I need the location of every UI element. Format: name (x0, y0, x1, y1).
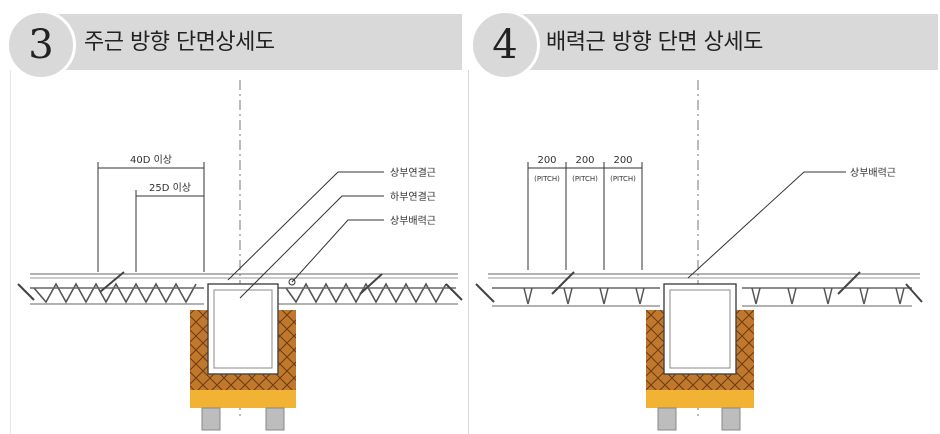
panel-distribution-rebar-section: 4 배력근 방향 단면 상세도 (470, 0, 940, 434)
bent-bar (837, 271, 861, 295)
pitch-label: (PITCH) (534, 175, 560, 183)
panel-4-drawing: 200 200 200 (PITCH) (PITCH) (PITCH) 상부배력… (475, 80, 923, 431)
end-bar-right (905, 283, 923, 303)
formwork-hatch (646, 310, 664, 390)
callout-upper-distribution: 상부배력근 (390, 215, 436, 227)
panel-header-bar (28, 14, 462, 70)
panel-title: 주근 방향 단면상세도 (84, 30, 275, 55)
formwork-hatch (278, 310, 296, 390)
leader-top-connector (227, 171, 384, 281)
dim-label-40d: 40D 이상 (130, 154, 172, 166)
end-bar-left (475, 283, 495, 303)
support-plate (190, 390, 296, 408)
end-bar-left (17, 283, 35, 301)
panel-3-drawing: 40D 이상 25D 이상 상부연결근 하부연결근 상부배력근 (17, 80, 463, 431)
dim-label-200: 200 (575, 155, 594, 166)
dim-label-25d: 25D 이상 (149, 182, 191, 194)
leader-bottom-connector (239, 195, 384, 299)
panel-title: 배력근 방향 단면 상세도 (546, 30, 763, 55)
callout-upper-distribution: 상부배력근 (850, 167, 896, 179)
dim-label-200: 200 (537, 155, 556, 166)
formwork-hatch (190, 374, 296, 390)
beam-section (663, 283, 737, 375)
callout-upper-connector: 상부연결근 (390, 167, 436, 179)
panel-divider (468, 70, 469, 434)
panel-number-badge: 4 (470, 10, 540, 80)
panel-header-bar (498, 14, 938, 70)
panel-number-badge: 3 (6, 10, 76, 80)
formwork-hatch (646, 374, 754, 390)
support-post (657, 407, 677, 431)
support-post (201, 407, 221, 431)
support-post (265, 407, 285, 431)
bent-bar (551, 271, 575, 295)
pitch-label: (PITCH) (610, 175, 636, 183)
support-plate (646, 390, 754, 408)
support-post (721, 407, 741, 431)
truss-section-marks (523, 287, 905, 305)
bent-bar (99, 271, 125, 293)
distribution-bar-marker (288, 278, 296, 286)
leader-distribution-bar (291, 219, 384, 283)
truss-girder-left (33, 282, 197, 304)
beam-stirrup (669, 289, 731, 369)
bent-bar (359, 273, 383, 295)
truss-girder-right (285, 282, 447, 304)
beam-section (207, 283, 279, 375)
formwork-hatch (736, 310, 754, 390)
dim-label-200: 200 (613, 155, 632, 166)
end-bar-right (445, 283, 463, 301)
beam-stirrup (213, 289, 273, 369)
formwork-hatch (190, 310, 208, 390)
left-border-line (10, 70, 11, 434)
leader-distribution-bar (687, 171, 846, 279)
panel-main-rebar-section: 3 주근 방향 단면상세도 (6, 10, 462, 80)
callout-lower-connector: 하부연결근 (390, 190, 436, 203)
pitch-label: (PITCH) (572, 175, 598, 183)
